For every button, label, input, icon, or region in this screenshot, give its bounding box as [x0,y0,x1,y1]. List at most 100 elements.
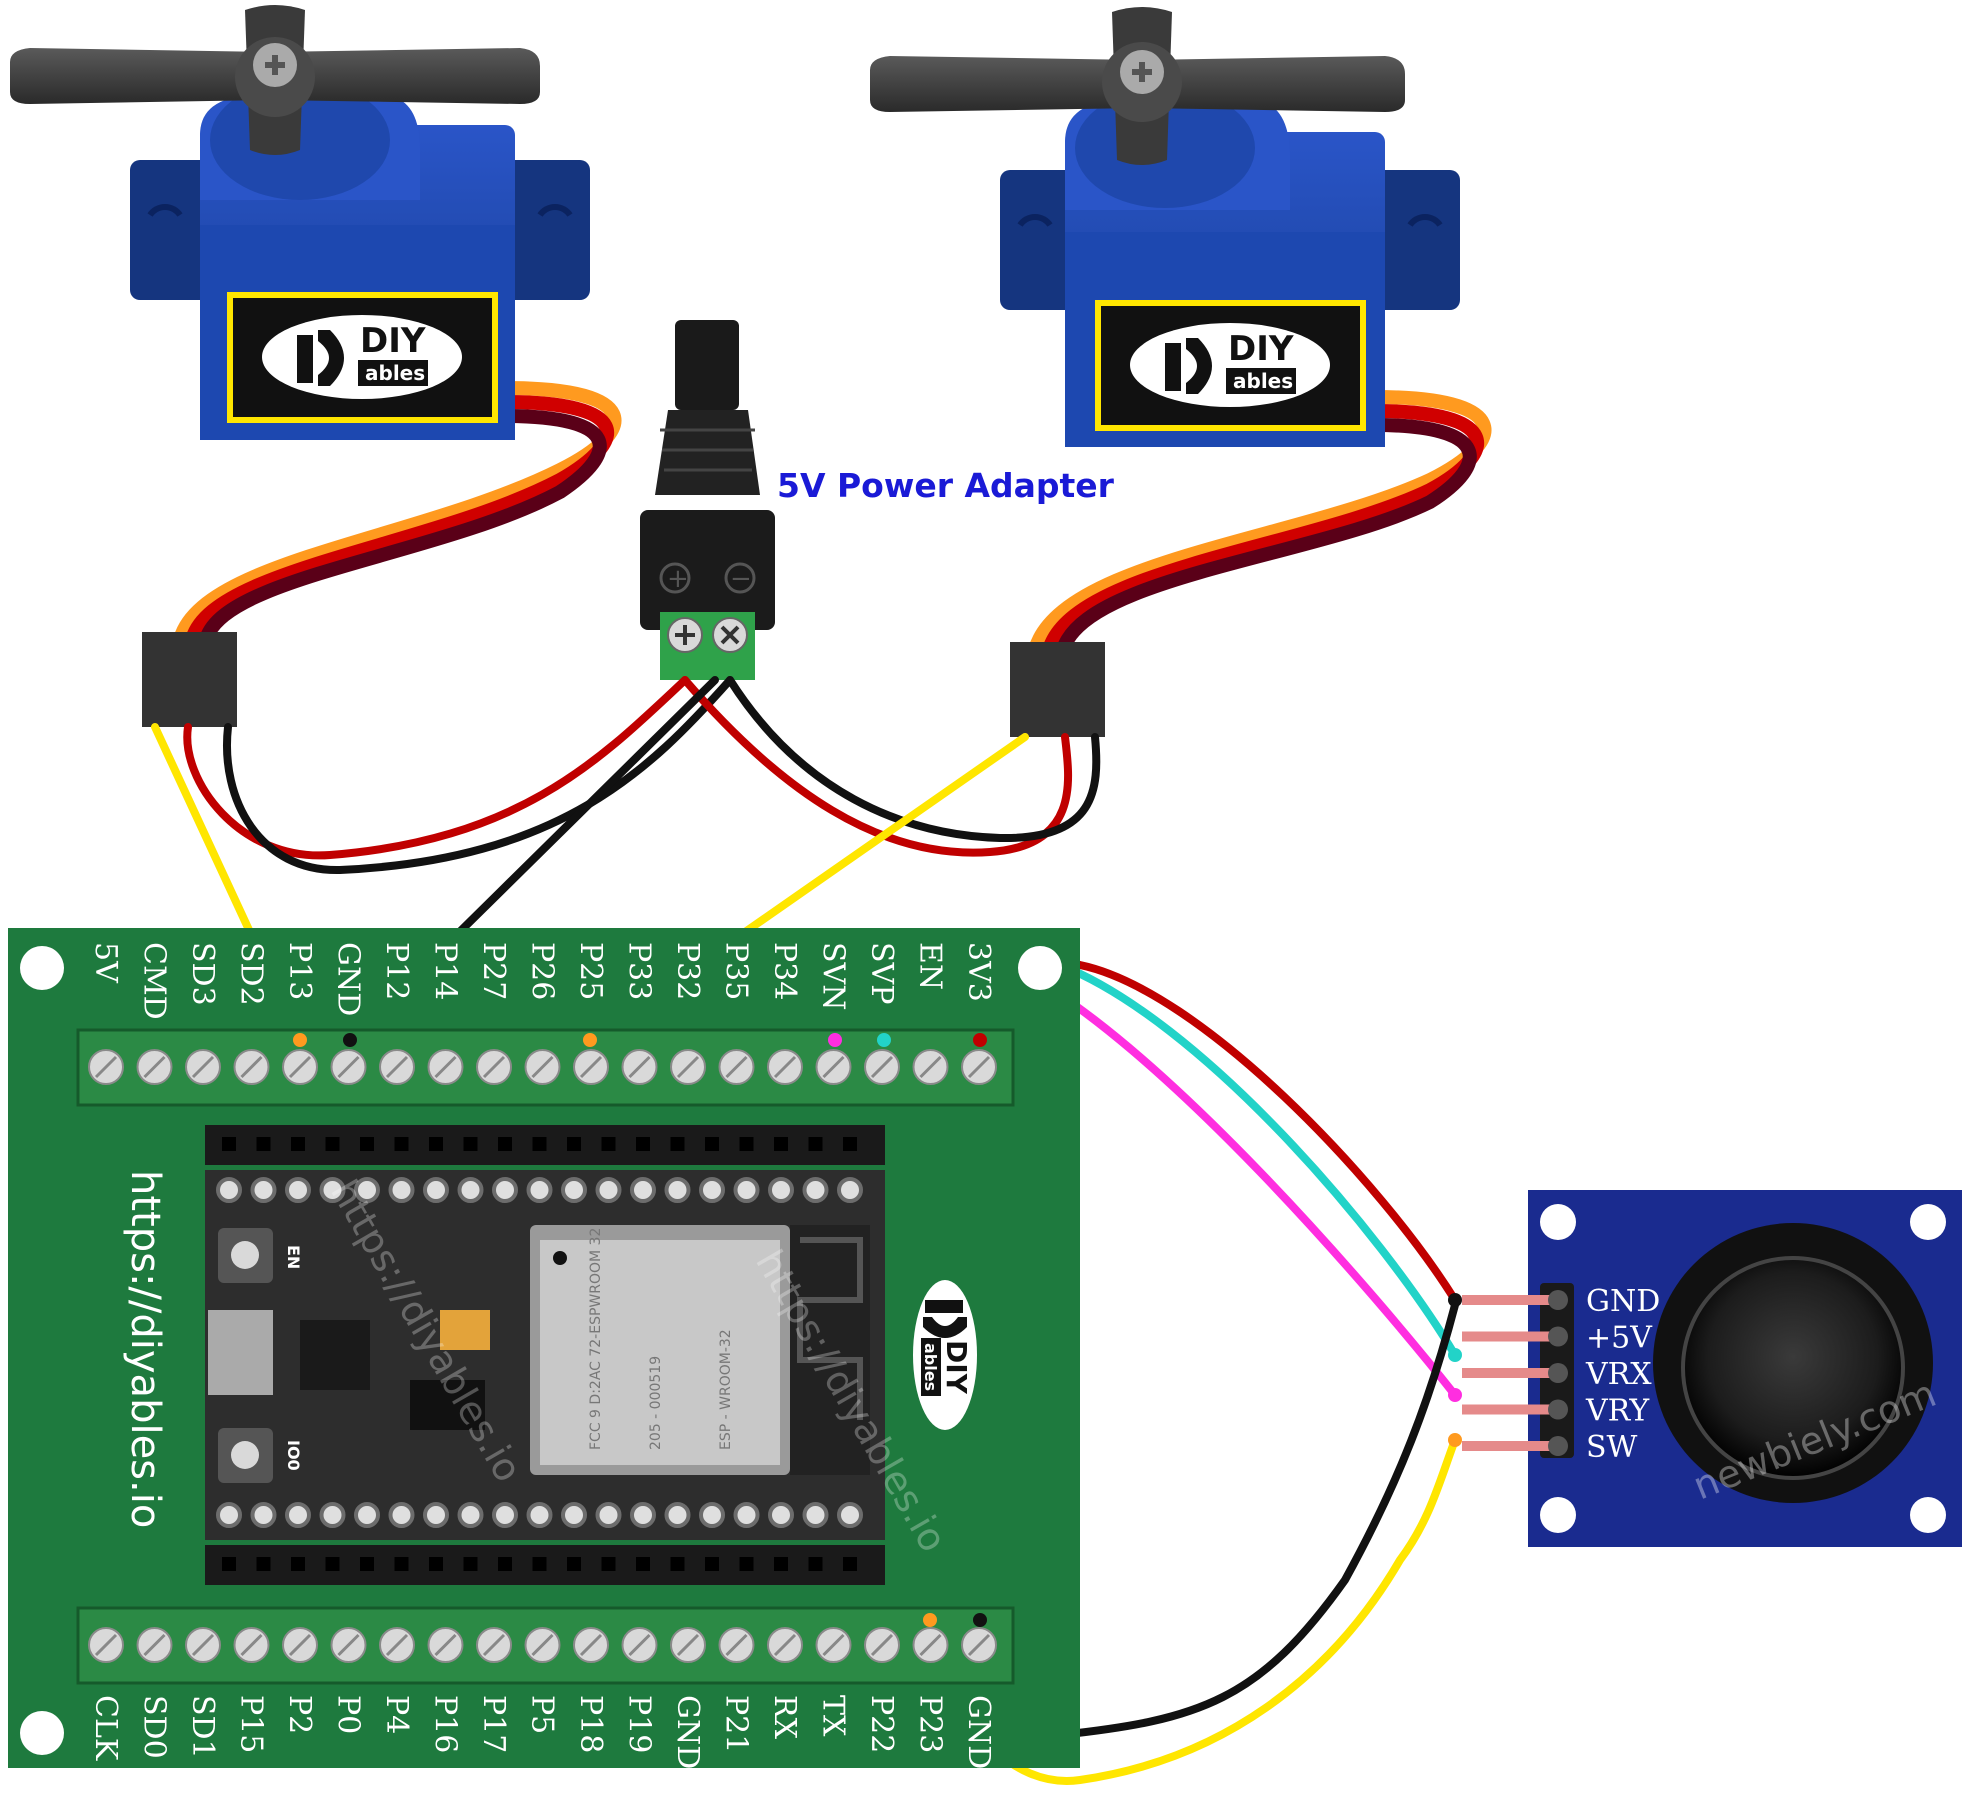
usb-port [208,1310,273,1395]
pin-label-top-2: SD3 [185,942,220,1006]
mount-hole [1018,946,1062,990]
wire-end-dot [1448,1388,1462,1402]
pin-label-top-1: CMD [137,942,172,1020]
pin-label-top-10: P25 [573,942,608,1000]
joystick-pins [1462,1290,1568,1456]
capacitor [440,1310,490,1350]
wire-end-dot [583,1033,597,1047]
adapter-plus-symbol: + [667,564,689,594]
servo-left-connector [142,632,237,727]
pin-label-bottom-16: P22 [864,1695,899,1753]
wire-end-dot [828,1033,842,1047]
pin-label-top-4: P13 [282,942,317,1000]
board-logo-bottom: ables [921,1343,940,1391]
power-adapter-label: 5V Power Adapter [777,466,1115,505]
board-logo: DIY ables [913,1280,977,1430]
joystick-pin-3 [1462,1404,1557,1415]
pin-label-bottom-18: GND [961,1695,996,1769]
servo-left-brand-top: DIY [360,321,426,361]
pin-label-top-13: P35 [719,942,754,1000]
pin-label-bottom-14: RX [767,1695,802,1740]
pin-label-top-9: P26 [525,942,560,1000]
joystick-pin-2 [1462,1368,1557,1378]
servo-left-brand-bottom: ables [365,361,425,385]
mount-hole [20,1711,64,1755]
joystick-pin-label-2: VRX [1585,1357,1652,1392]
joystick-pin-label-1: +5V [1586,1321,1653,1356]
power-adapter-jack: + − [640,320,775,680]
pin-label-top-3: SD2 [234,942,269,1006]
wire-end-dot [343,1033,357,1047]
joystick-pin-1 [1462,1331,1557,1342]
pin-label-bottom-17: P23 [913,1695,948,1753]
pin-label-bottom-3: P15 [234,1695,269,1753]
pin-label-bottom-12: GND [670,1695,705,1769]
pin-label-bottom-10: P18 [573,1695,608,1753]
pin-label-bottom-4: P2 [282,1695,317,1734]
servo-left-horn [10,5,540,155]
pin-label-bottom-11: P19 [622,1695,657,1753]
servo-right-brand-top: DIY [1228,329,1294,369]
wire-end-dot [923,1613,937,1627]
pin-label-bottom-1: SD0 [137,1695,172,1759]
pin-label-bottom-15: TX [816,1695,851,1737]
pin-label-bottom-2: SD1 [185,1695,220,1759]
diyables-logo-icon [1165,338,1212,394]
pin-label-top-5: GND [331,942,366,1016]
wire-end-dot [1448,1348,1462,1362]
joystick-knob[interactable] [1681,1256,1905,1480]
wire-end-dot [1448,1293,1462,1307]
top-terminal-screws: 5V CMD SD3 SD2 P13 GND P12 P14 P27 P26 P25 P33 P32 P3… [88,942,997,1085]
pin-label-top-15: SVN [816,942,851,1010]
pin-label-top-12: P32 [670,942,705,1000]
pin-label-bottom-0: CLK [88,1695,123,1761]
module-text-fcc: FCC 9 D:2AC 72-ESPWROOM 32 [588,1228,604,1450]
pin-label-top-14: P34 [767,942,802,1000]
pin-label-bottom-8: P17 [476,1695,511,1753]
wires [151,676,1459,1785]
mount-hole [1540,1204,1576,1240]
adapter-minus-symbol: − [730,564,752,594]
pin-label-top-7: P14 [428,942,463,1000]
servo-right-brand-bottom: ables [1233,369,1293,393]
wire-end-dot [973,1613,987,1627]
pcb-antenna [790,1225,870,1475]
pin-label-top-18: 3V3 [961,942,996,1002]
board-url: https://diyables.io [122,1170,168,1528]
mount-hole [20,946,64,990]
pin-label-bottom-7: P16 [428,1695,463,1753]
wire-end-dot [877,1033,891,1047]
pin-label-top-17: EN [913,942,948,990]
diyables-logo-icon [297,330,344,386]
joystick-pin-label-4: SW [1586,1430,1638,1465]
servo-motor-left: DIY ables [10,5,622,643]
usb-uart-chip [300,1320,370,1390]
wire-end-dot [1448,1433,1462,1447]
module-text-name: ESP - WROOM-32 [718,1329,734,1450]
board-logo-top: DIY [940,1340,973,1395]
pin-label-top-0: 5V [88,942,123,984]
mount-hole [1910,1204,1946,1240]
pin-label-bottom-6: P4 [379,1695,414,1734]
en-label: EN [284,1245,303,1269]
wire-end-dot [293,1033,307,1047]
pin-label-top-8: P27 [476,942,511,1000]
joystick-pin-label-3: VRY [1585,1394,1650,1429]
module-text-serial: 205 - 000519 [648,1356,664,1450]
pin-label-top-11: P33 [622,942,657,1000]
servo-right-horn [870,7,1405,165]
joystick-pin-4 [1462,1441,1557,1451]
joystick-pin-label-0: GND [1586,1284,1660,1319]
mount-hole [1910,1497,1946,1533]
pin-label-top-16: SVP [864,942,899,1004]
pin-label-bottom-13: P21 [719,1695,754,1753]
pin-label-top-6: P12 [379,942,414,1000]
servo-right-connector [1010,642,1105,737]
io0-label: IO0 [284,1440,303,1471]
regulator [410,1380,485,1430]
